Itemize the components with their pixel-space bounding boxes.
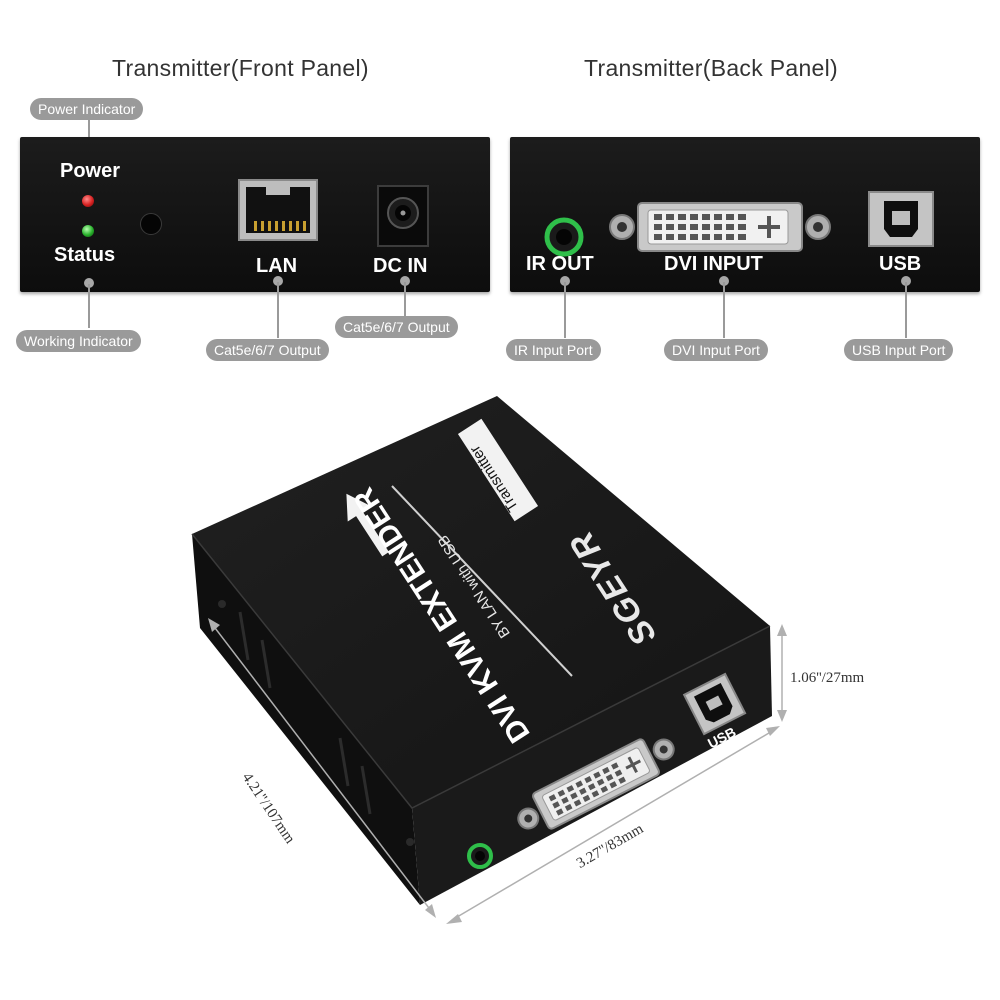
lan-label: LAN [256,255,298,277]
callout-dot [400,276,410,286]
device-top [192,396,770,808]
status-led-icon [82,225,94,237]
callout-dot [560,276,570,286]
callout-dot [273,276,283,286]
usb-input-port-callout: USB Input Port [844,339,954,361]
front-panel: Power Status LAN DC IN [20,137,490,292]
callout-line [88,120,90,152]
dc-in-output-callout: Cat5e/6/7 Output [335,316,458,338]
dc-in-port[interactable] [377,185,429,247]
front-panel-title: Transmitter(Front Panel) [112,55,369,81]
callout-dot [719,276,729,286]
callout-line [277,282,279,338]
callout-dot [901,276,911,286]
reset-button[interactable] [140,213,162,235]
device-left-side [192,534,420,905]
usb-label: USB [879,253,922,275]
back-panel: IR OUT DVI INPUT USB [510,137,980,292]
lan-output-callout: Cat5e/6/7 Output [206,339,329,361]
usb-port[interactable] [868,191,934,247]
usb-b-port-icon [884,201,918,237]
dvi-input-port-callout: DVI Input Port [664,339,768,361]
dc-jack-icon [387,197,419,229]
power-indicator-callout: Power Indicator [30,98,144,120]
height-dimension-label: 1.06''/27mm [790,670,865,686]
callout-line [723,282,725,338]
callout-line [404,282,406,316]
callout-line [88,284,90,328]
power-label: Power [60,160,121,182]
ir-jack-icon[interactable] [544,217,584,257]
callout-line [905,282,907,338]
ir-out-label: IR OUT [526,253,594,275]
working-indicator-callout: Working Indicator [16,330,141,352]
ir-input-port-callout: IR Input Port [506,339,601,361]
power-led-icon [82,195,94,207]
lan-port[interactable] [238,179,318,241]
callout-line [564,282,566,338]
status-label: Status [54,244,116,266]
dc-in-label: DC IN [373,255,428,277]
dvi-input-label: DVI INPUT [664,253,763,275]
dvi-port-icon[interactable] [608,201,832,253]
callout-dot [84,278,94,288]
back-panel-title: Transmitter(Back Panel) [584,55,839,81]
rj45-jack-icon [246,187,310,233]
